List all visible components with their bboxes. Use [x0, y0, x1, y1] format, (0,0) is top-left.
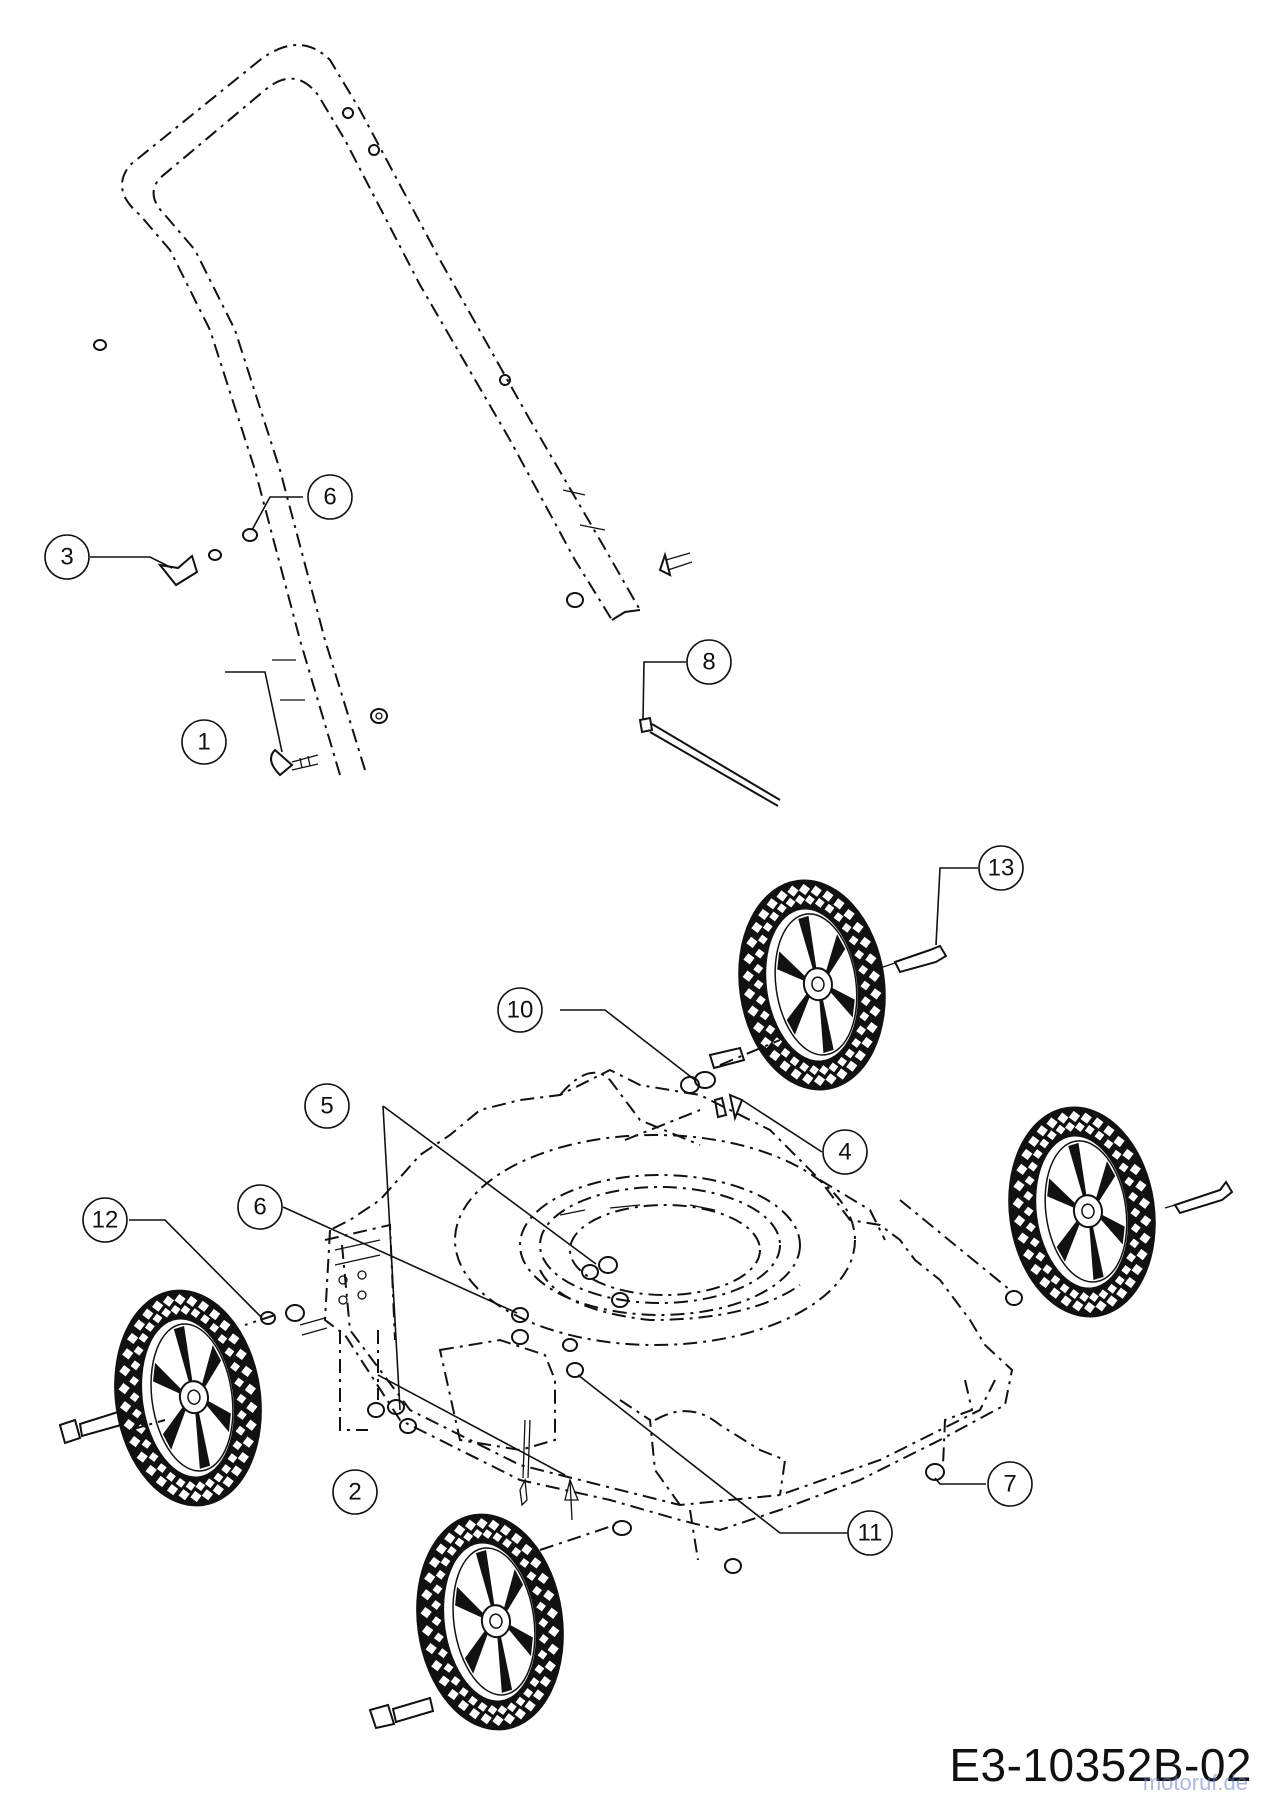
callout-3: 3 [44, 534, 90, 580]
axle-guides [129, 1039, 1011, 1551]
wheel-rear-right-top [738, 879, 886, 1091]
handle-hardware [93, 107, 693, 777]
callout-5: 5 [304, 1083, 350, 1129]
handle-tube [121, 44, 641, 776]
callout-8-text: 8 [702, 649, 715, 676]
callout-8: 8 [686, 639, 732, 685]
callout-12: 12 [82, 1197, 128, 1243]
callout-2-text: 2 [348, 1479, 361, 1506]
callout-13-text: 13 [988, 855, 1015, 882]
callout-10-text: 10 [507, 997, 534, 1024]
callout-6-lower: 6 [237, 1184, 283, 1230]
wheels [114, 879, 1156, 1731]
callout-1: 1 [181, 719, 227, 765]
callout-13: 13 [978, 845, 1024, 891]
callout-1-text: 1 [197, 729, 210, 756]
callout-10: 10 [497, 987, 543, 1033]
drawing-code: E3-10352B-02 [949, 1739, 1252, 1791]
callout-7-text: 7 [1003, 1471, 1016, 1498]
callout-2: 2 [332, 1469, 378, 1515]
callout-6-lower-text: 6 [253, 1194, 266, 1221]
callout-11-text: 11 [858, 1520, 883, 1547]
callout-12-text: 12 [92, 1207, 119, 1234]
watermark: motoruf.de [1142, 1770, 1248, 1795]
callout-7: 7 [987, 1461, 1033, 1507]
wheel-front-left [416, 1513, 564, 1731]
cable-tie [638, 716, 781, 807]
callout-11: 11 [847, 1510, 893, 1556]
callout-3-text: 3 [60, 544, 73, 571]
callout-6-upper-text: 6 [323, 484, 336, 511]
deck-hardware [260, 1071, 1023, 1574]
callout-5-text: 5 [320, 1093, 333, 1120]
wheel-rear-left [114, 1289, 262, 1507]
leader-lines [90, 496, 986, 1534]
callout-4-text: 4 [838, 1139, 851, 1166]
callout-6-upper: 6 [307, 474, 353, 520]
wheel-rear-right [1008, 1106, 1156, 1318]
axle-bolts [58, 944, 1234, 1730]
callout-4: 4 [822, 1129, 868, 1175]
